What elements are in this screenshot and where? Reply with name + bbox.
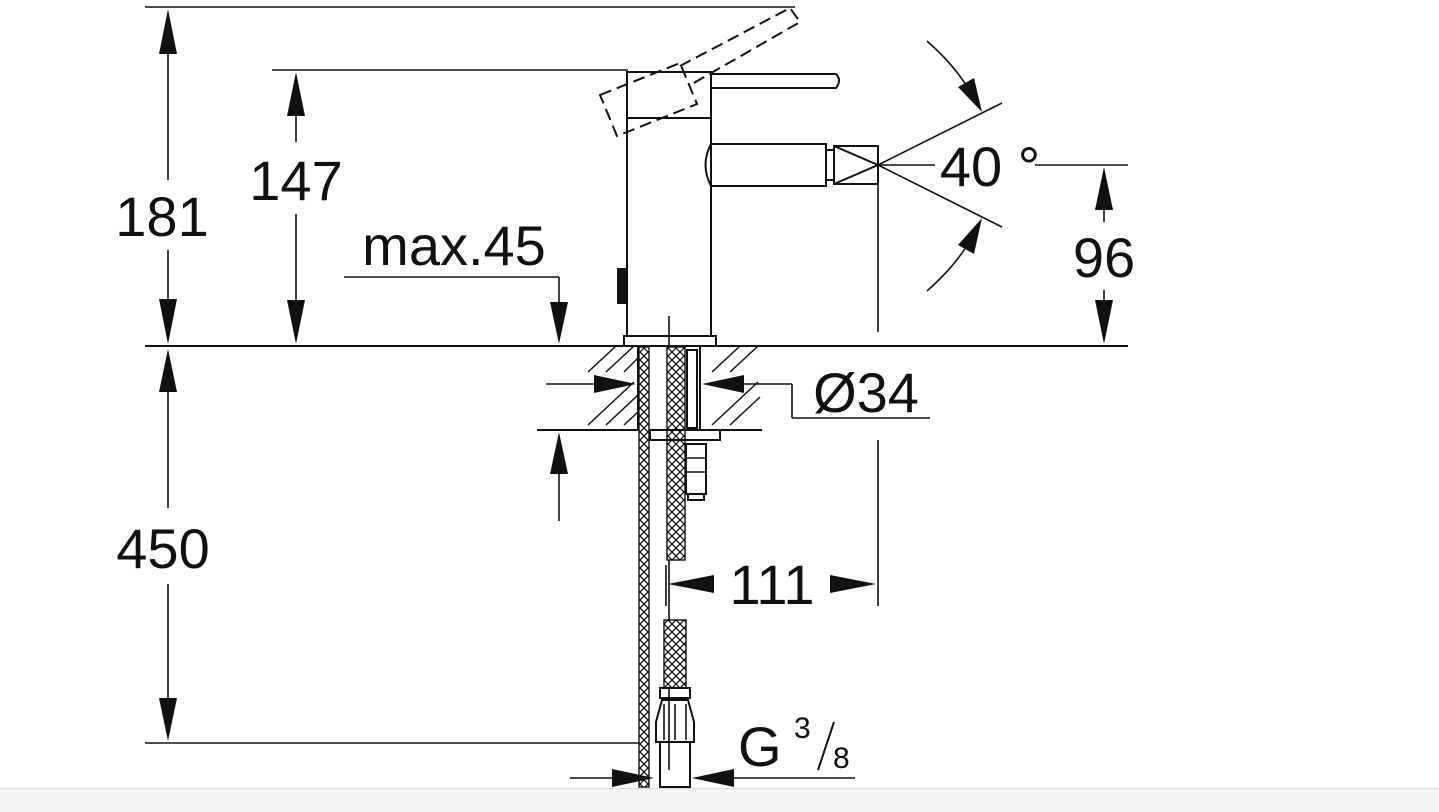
dimension-spout-reach: 111	[668, 553, 876, 616]
dimension-spout-swivel-angle: 40 °	[877, 40, 1040, 292]
overall-height-label: 181	[115, 185, 208, 248]
connection-thread-denominator: 8	[833, 742, 850, 775]
mounting-set	[637, 345, 721, 788]
dimension-max-deck-thickness: max.45	[344, 214, 568, 521]
max-deck-thickness-label: max.45	[362, 214, 546, 277]
lever-height-label: 147	[249, 149, 342, 212]
dimension-hole-diameter: Ø34	[546, 361, 930, 424]
connection-thread-prefix: G	[738, 715, 782, 778]
hose-length-label: 450	[116, 517, 209, 580]
lever-alternate-position	[598, 6, 802, 138]
connection-thread-numerator: 3	[794, 712, 811, 745]
dimension-connection-thread: G 3 8	[570, 712, 855, 787]
dimension-spout-height: 96	[1073, 167, 1135, 344]
spout-reach-label: 111	[729, 553, 814, 616]
dimension-lever-height: 147	[249, 72, 343, 344]
bottom-scroll-strip	[0, 788, 1439, 812]
spout-swivel-angle-label: 40 °	[940, 135, 1040, 198]
spout-height-label: 96	[1073, 226, 1135, 289]
hole-diameter-label: Ø34	[813, 361, 919, 424]
dimension-overall-height: 181	[115, 9, 209, 344]
dimension-hose-length: 450	[116, 349, 210, 741]
